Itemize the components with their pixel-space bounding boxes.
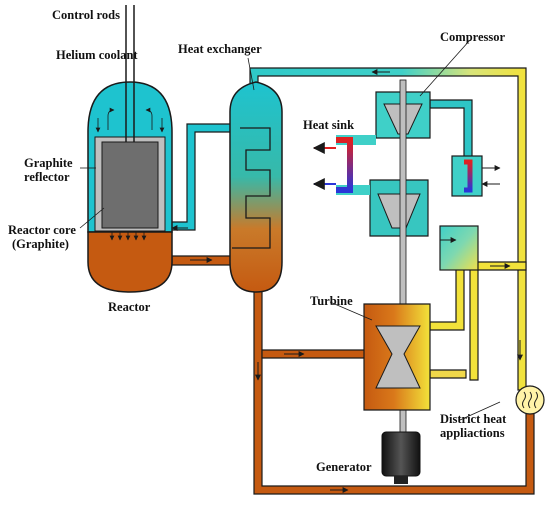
flow-arrows — [171, 69, 523, 493]
label-graphite-reflector-line-1: Graphite — [24, 156, 73, 170]
label-turbine: Turbine — [310, 294, 353, 308]
label-leader-lines — [79, 39, 501, 421]
label-reactor-core: Reactor core (Graphite) — [8, 223, 76, 251]
label-generator: Generator — [316, 460, 372, 474]
label-reactor: Reactor — [108, 300, 151, 314]
pipe-reactor-to-hx-cold — [164, 123, 233, 231]
label-graphite-reflector: Graphite reflector — [24, 156, 73, 184]
reactor-flow-arrows-top — [95, 107, 165, 133]
label-district-heat-line-1: District heat — [440, 412, 507, 426]
label-reactor-core-line-2: (Graphite) — [12, 237, 69, 251]
pipe-comp-top-right — [429, 99, 473, 161]
label-compressor: Compressor — [440, 30, 506, 44]
label-helium-coolant: Helium coolant — [56, 48, 138, 62]
heat-sink — [312, 135, 376, 195]
reactor-vessel-lower — [87, 231, 173, 293]
turbine-rotor — [375, 325, 421, 389]
label-reactor-core-line-1: Reactor core — [8, 223, 76, 237]
label-control-rods: Control rods — [52, 8, 120, 22]
label-heat-sink: Heat sink — [303, 118, 355, 132]
label-district-heat: District heat appliactions — [440, 412, 506, 440]
reactor-core — [101, 141, 159, 229]
generator — [381, 431, 421, 484]
label-district-heat-line-2: appliactions — [440, 426, 505, 440]
heat-exchanger-vessel — [229, 81, 283, 293]
label-graphite-reflector-line-2: reflector — [24, 170, 70, 184]
heat-exchanger-coil — [232, 127, 271, 249]
mixing-box — [439, 225, 479, 271]
pipe-turbine-out-2 — [429, 369, 467, 379]
recuperator-coil — [464, 159, 473, 193]
heat-waves-icon — [515, 385, 545, 415]
pipe-hx-to-turbine — [261, 349, 373, 359]
reactor-flow-arrows-bottom — [109, 232, 147, 241]
label-heat-exchanger: Heat exchanger — [178, 42, 262, 56]
